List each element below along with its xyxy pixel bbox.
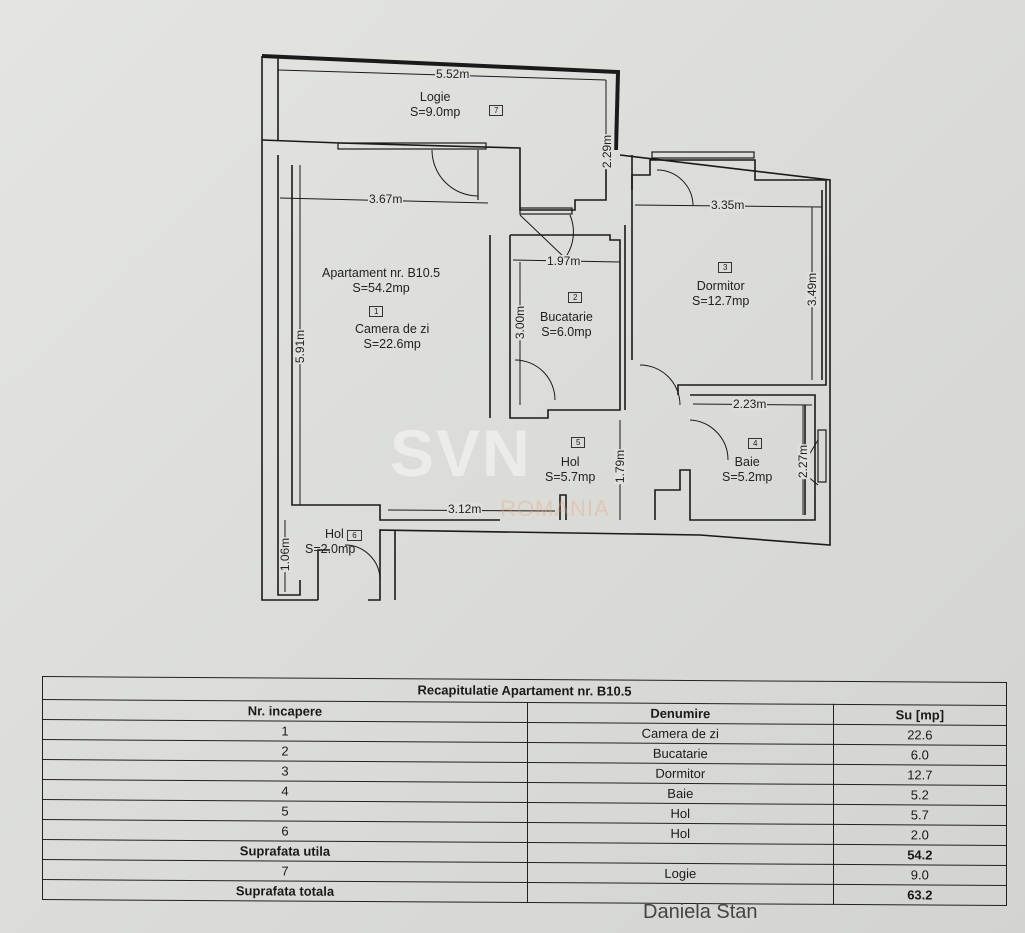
- watermark-subtitle: ROMANIA: [500, 496, 610, 521]
- apartment-label: Apartament nr. B10.5 S=54.2mp: [322, 266, 440, 296]
- dimension-label: 1.06m: [278, 536, 293, 573]
- room-label-living: Camera de zi S=22.6mp: [355, 322, 429, 352]
- room-number-badge: 3: [718, 262, 733, 273]
- cell-room-name: Baie: [527, 782, 834, 805]
- column-header: Denumire: [527, 702, 834, 725]
- room-area: S=2.0mp: [305, 542, 356, 556]
- room-label-entry-hall: Hol 6 S=2.0mp: [305, 527, 362, 557]
- room-number-badge: 4: [748, 438, 763, 449]
- dimension-label: 2.29m: [600, 133, 615, 170]
- room-name: Camera de zi: [355, 322, 430, 336]
- dimension-label: 3.00m: [513, 304, 528, 341]
- signature: Daniela Stan: [643, 901, 758, 923]
- apartment-area: S=54.2mp: [352, 281, 410, 295]
- room-name: Hol: [560, 455, 580, 469]
- room-number-badge: 1: [369, 306, 384, 317]
- cell-room-area: 5.7: [833, 804, 1007, 826]
- cell-room-name: Hol: [527, 822, 834, 845]
- cell-room-area: 5.2: [833, 784, 1007, 806]
- cell-room-name: Hol: [527, 802, 834, 825]
- dimension-label: 3.67m: [368, 192, 404, 206]
- room-area: S=12.7mp: [692, 294, 750, 308]
- room-label-logie: Logie S=9.0mp: [410, 90, 460, 120]
- cell-room-area: 22.6: [833, 724, 1007, 746]
- apartment-name: Apartament nr. B10.5: [322, 266, 441, 280]
- dimension-label: 3.49m: [805, 271, 820, 308]
- room-area: S=9.0mp: [410, 105, 461, 119]
- room-area: S=22.6mp: [363, 337, 421, 351]
- room-area: S=6.0mp: [541, 325, 592, 339]
- subtotal-value: 54.2: [833, 844, 1007, 866]
- column-header: Su [mp]: [833, 704, 1007, 726]
- dimension-label: 3.35m: [710, 198, 746, 212]
- total-value: 63.2: [833, 884, 1007, 906]
- cell-room-name: Bucatarie: [527, 742, 834, 765]
- total-label: Suprafata totala: [42, 879, 528, 903]
- watermark-logo: SVN: [390, 416, 532, 490]
- room-name: Baie: [734, 455, 760, 469]
- room-number-badge: 6: [347, 530, 362, 541]
- room-label-hall: Hol S=5.7mp: [545, 455, 595, 485]
- cell-room-area: 2.0: [833, 824, 1007, 846]
- cell-room-area: 12.7: [833, 764, 1007, 786]
- dimension-label: 5.52m: [435, 67, 471, 81]
- room-label-kitchen: Bucatarie S=6.0mp: [540, 310, 593, 340]
- dimension-label: 2.27m: [796, 443, 811, 480]
- cell-room-area: 9.0: [833, 864, 1007, 886]
- room-name: Bucatarie: [540, 310, 593, 324]
- room-area: S=5.2mp: [722, 470, 773, 484]
- room-name: Dormitor: [696, 279, 745, 293]
- room-number-badge: 7: [489, 105, 504, 116]
- cell-room-name: Camera de zi: [527, 722, 834, 745]
- dimension-label: 1.97m: [546, 254, 582, 268]
- room-name: Logie: [419, 90, 451, 104]
- dimension-label: 1.79m: [613, 448, 628, 485]
- room-label-bedroom: Dormitor S=12.7mp: [692, 279, 749, 309]
- room-name: Hol: [325, 527, 344, 541]
- empty-cell: [527, 842, 834, 865]
- room-label-bath: Baie S=5.2mp: [722, 455, 772, 485]
- cell-room-name: Logie: [527, 862, 834, 885]
- dimension-label: 3.12m: [447, 502, 483, 516]
- room-number-badge: 2: [568, 292, 583, 303]
- cell-room-area: 6.0: [833, 744, 1007, 766]
- dimension-label: 2.23m: [732, 397, 768, 411]
- floor-plan: SVN ROMANIA Logie S=9.0mp 7 Apartament n…: [261, 54, 831, 601]
- room-area: S=5.7mp: [545, 470, 596, 484]
- room-number-badge: 5: [571, 437, 586, 448]
- dimension-label: 5.91m: [293, 328, 308, 365]
- cell-room-name: Dormitor: [527, 762, 834, 785]
- summary-table: Recapitulatie Apartament nr. B10.5 Nr. i…: [42, 676, 1007, 906]
